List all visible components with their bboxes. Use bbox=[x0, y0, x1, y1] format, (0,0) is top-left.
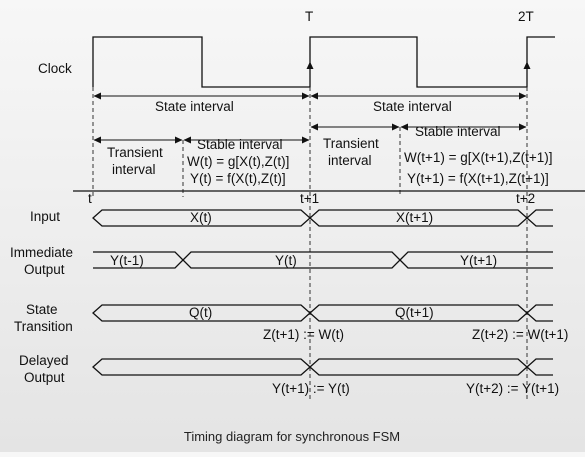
immediate-output-value-2: Y(t+1) bbox=[460, 253, 497, 268]
clock-waveform bbox=[92, 36, 555, 88]
equation-y-t1: Y(t+1) = f(X(t+1),Z(t+1)] bbox=[407, 171, 549, 186]
transient-interval-label-2-line1: Transient bbox=[323, 136, 379, 151]
immediate-output-value-1: Y(t) bbox=[275, 253, 297, 268]
immediate-output-value-prev: Y(t-1) bbox=[110, 253, 144, 268]
state-value-1: Q(t) bbox=[189, 305, 212, 320]
equation-w-t: W(t) = g[X(t),Z(t)] bbox=[187, 154, 289, 169]
stable-interval-label-1: Stable interval bbox=[197, 137, 283, 152]
immediate-output-bus-2 bbox=[399, 251, 553, 269]
input-bus-3 bbox=[526, 209, 553, 227]
equation-w-t1: W(t+1) = g[X(t+1),Z(t+1)] bbox=[404, 150, 553, 165]
time-label-t: t bbox=[88, 191, 92, 206]
equation-y-t: Y(t) = f(X(t),Z(t)] bbox=[190, 171, 286, 186]
state-assign-t1: Z(t+1) := W(t) bbox=[263, 327, 344, 342]
input-label: Input bbox=[30, 209, 60, 224]
state-transition-label-line1: State bbox=[26, 302, 58, 317]
state-interval-label-1: State interval bbox=[155, 99, 234, 114]
delayed-output-label-line1: Delayed bbox=[19, 353, 69, 368]
state-assign-t2: Z(t+2) := W(t+1) bbox=[472, 327, 568, 342]
transient-interval-label-2-line2: interval bbox=[328, 153, 372, 168]
marker-T: T bbox=[305, 9, 313, 24]
delayed-output-label-line2: Output bbox=[24, 370, 65, 385]
delayed-output-bus-2 bbox=[309, 358, 528, 376]
time-label-t1: t+1 bbox=[300, 191, 319, 206]
immediate-output-label-line2: Output bbox=[24, 262, 65, 277]
transient-interval-label-1-line2: interval bbox=[112, 162, 156, 177]
delayed-assign-t1: Y(t+1) := Y(t) bbox=[272, 381, 350, 396]
state-bus-3 bbox=[526, 304, 553, 322]
input-value-2: X(t+1) bbox=[396, 210, 433, 225]
state-value-2: Q(t+1) bbox=[395, 305, 434, 320]
immediate-output-label-line1: Immediate bbox=[10, 245, 73, 260]
delayed-assign-t2: Y(t+2) := Y(t+1) bbox=[466, 381, 559, 396]
clock-label: Clock bbox=[38, 61, 72, 76]
state-interval-label-2: State interval bbox=[373, 99, 452, 114]
state-transition-label-line2: Transition bbox=[14, 319, 73, 334]
input-value-1: X(t) bbox=[190, 210, 212, 225]
marker-2T: 2T bbox=[518, 9, 534, 24]
delayed-output-bus-1 bbox=[92, 358, 311, 376]
stable-interval-label-2: Stable interval bbox=[415, 124, 501, 139]
delayed-output-bus-3 bbox=[526, 358, 553, 376]
caption: Timing diagram for synchronous FSM bbox=[184, 429, 400, 444]
time-label-t2: t+2 bbox=[516, 191, 535, 206]
transient-interval-label-1-line1: Transient bbox=[107, 145, 163, 160]
